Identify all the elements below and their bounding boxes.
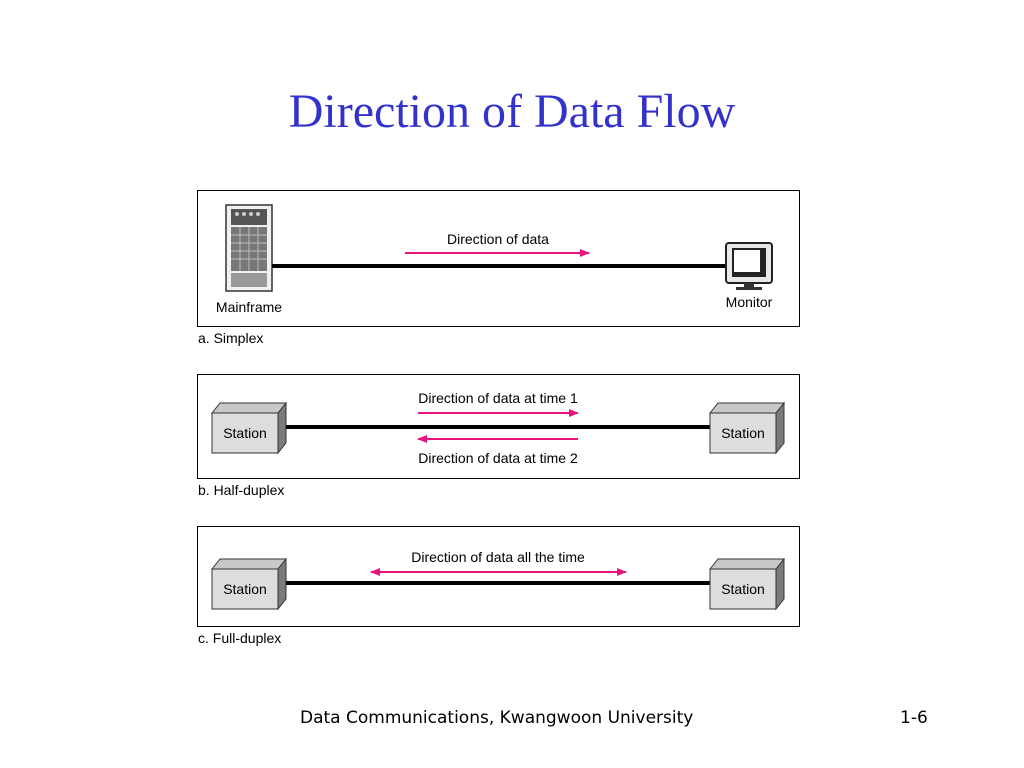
monitor-icon (725, 242, 773, 290)
station-left-label: Station (223, 425, 267, 441)
station-box-icon (210, 557, 288, 611)
simplex-caption: a. Simplex (198, 330, 264, 346)
station-right-label: Station (721, 581, 765, 597)
monitor-label: Monitor (726, 294, 773, 310)
mainframe-icon (225, 204, 273, 292)
simplex-arrow-label: Direction of data (447, 231, 549, 247)
station-box-icon (210, 401, 288, 455)
half-duplex-panel: Station Station Direction of data at tim… (197, 374, 800, 479)
station-left-label: Station (223, 581, 267, 597)
station-right-label: Station (721, 425, 765, 441)
simplex-panel: Direction of data Mainframe Monitor (197, 190, 800, 327)
half-duplex-label-time2: Direction of data at time 2 (418, 450, 578, 466)
half-duplex-label-time1: Direction of data at time 1 (418, 390, 578, 406)
half-duplex-caption: b. Half-duplex (198, 482, 285, 498)
full-duplex-panel: Station Station Direction of data all th… (197, 526, 800, 627)
mainframe-label: Mainframe (216, 299, 282, 315)
footer-text: Data Communications, Kwangwoon Universit… (300, 708, 694, 728)
full-duplex-arrow-label: Direction of data all the time (411, 549, 585, 565)
station-box-icon (708, 557, 786, 611)
page-number: 1-6 (900, 708, 928, 728)
slide-title: Direction of Data Flow (288, 85, 736, 138)
station-box-icon (708, 401, 786, 455)
full-duplex-caption: c. Full-duplex (198, 630, 282, 646)
